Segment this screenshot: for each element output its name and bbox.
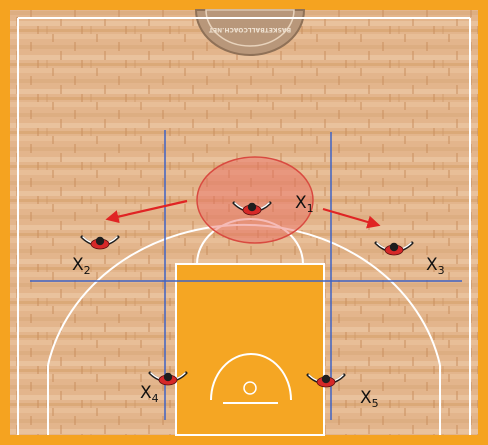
player-number: 3 xyxy=(438,264,445,277)
paint-area xyxy=(176,264,324,435)
player-number: 4 xyxy=(152,392,159,405)
player-letter: X xyxy=(426,255,438,275)
player-letter: X xyxy=(140,383,152,403)
player-letter: X xyxy=(295,193,307,213)
player-number: 2 xyxy=(84,264,91,277)
player-number: 1 xyxy=(307,202,314,215)
logo-text: BASKETBALLCOACH.NET xyxy=(208,26,291,33)
player-letter: X xyxy=(360,388,372,408)
player-number: 5 xyxy=(372,397,379,410)
player-letter: X xyxy=(72,255,84,275)
